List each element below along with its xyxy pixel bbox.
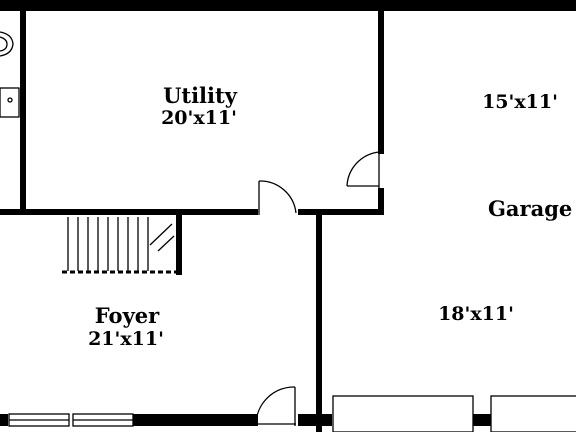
utility-left-wall bbox=[20, 11, 26, 215]
garage-room-name: Garage bbox=[488, 196, 572, 221]
foyer-room-name: Foyer bbox=[95, 303, 160, 328]
staircase-icon bbox=[62, 217, 180, 274]
utility-garage-wall-lower bbox=[378, 188, 384, 215]
bottom-wall-foyer bbox=[133, 414, 258, 426]
bottom-wall-left-segment bbox=[0, 414, 8, 426]
garage-lower-dimensions: 18'x11' bbox=[438, 303, 514, 325]
utility-bottom-wall-right bbox=[298, 209, 384, 215]
utility-room-name: Utility bbox=[163, 83, 238, 108]
bottom-wall-foyer-right bbox=[298, 414, 332, 426]
stair-right-wall bbox=[176, 215, 182, 275]
garage-upper-dimensions: 15'x11' bbox=[482, 91, 558, 113]
foyer-room-dimensions: 21'x11' bbox=[88, 328, 164, 350]
top-wall bbox=[0, 0, 576, 11]
sink-icon bbox=[0, 87, 20, 118]
toilet-icon bbox=[0, 31, 14, 57]
window-icon bbox=[8, 395, 576, 432]
door-swing-icon bbox=[255, 151, 380, 426]
utility-room-dimensions: 20'x11' bbox=[161, 107, 237, 129]
utility-bottom-wall-left bbox=[0, 209, 258, 215]
utility-garage-wall-upper bbox=[378, 11, 384, 154]
foyer-garage-wall bbox=[316, 209, 322, 432]
bottom-wall-garage-mid bbox=[473, 414, 491, 426]
